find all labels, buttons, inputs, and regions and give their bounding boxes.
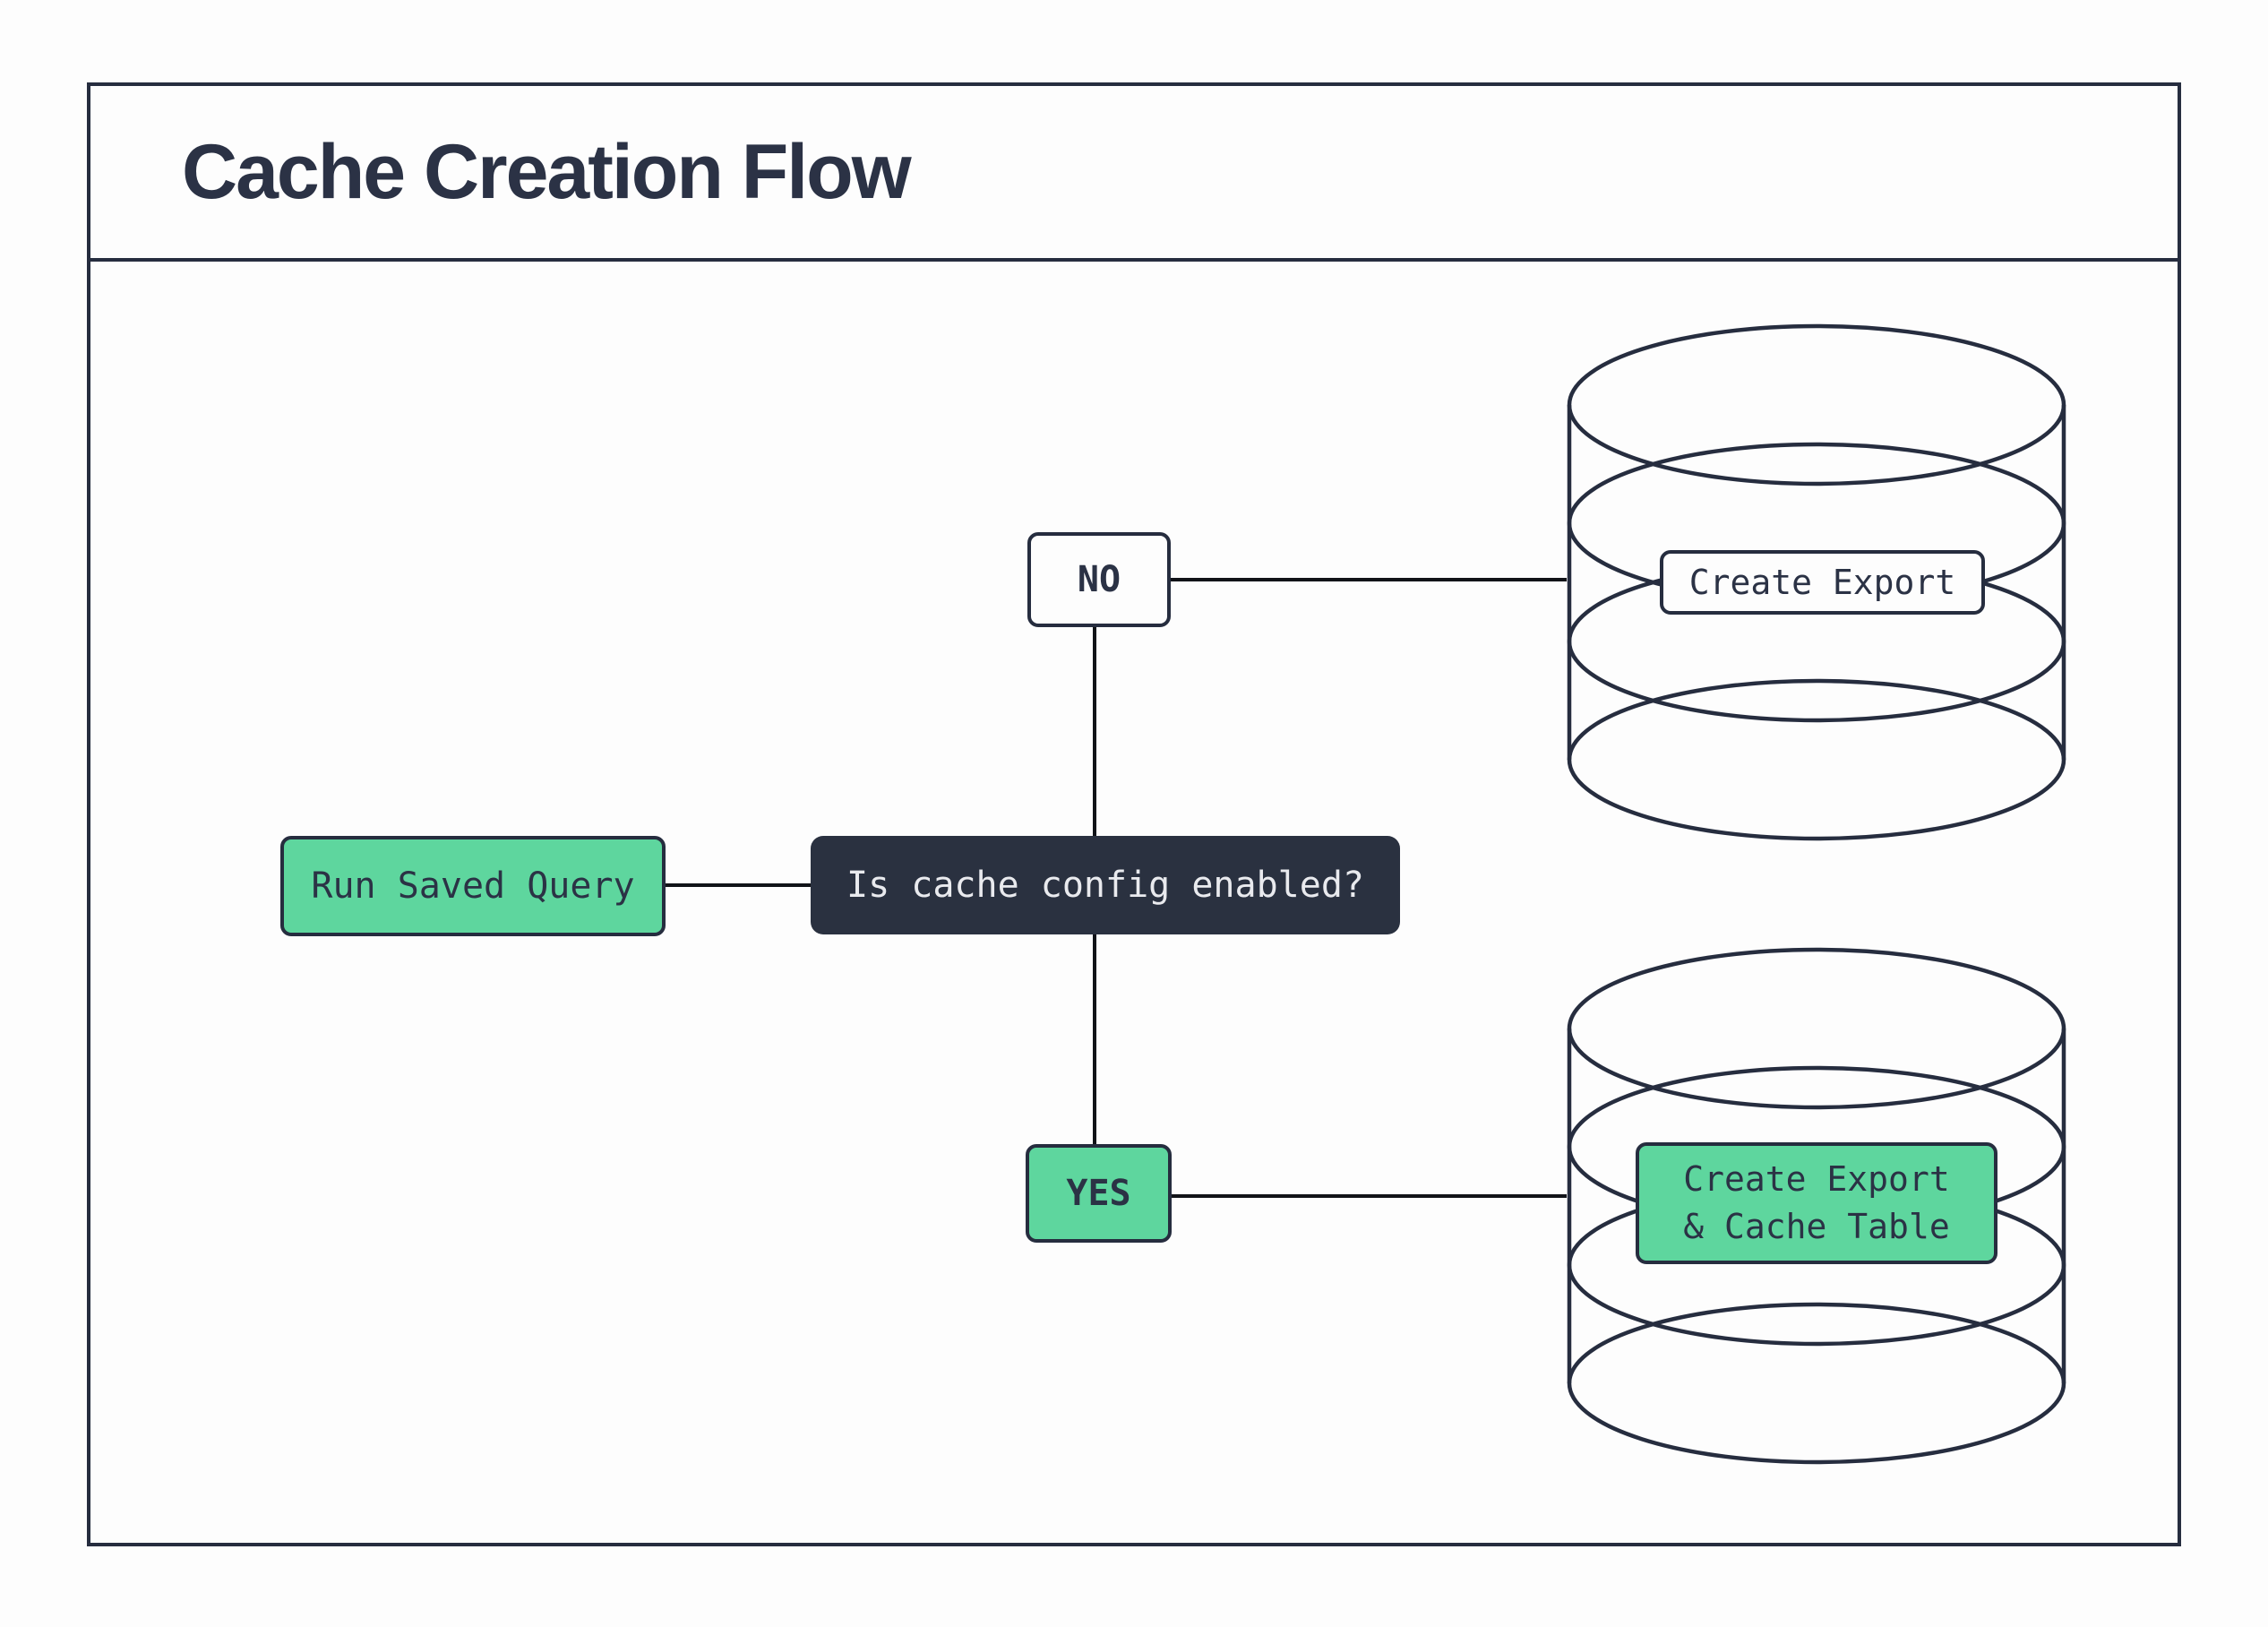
edge-yes-to-cache-database — [1172, 1194, 1567, 1198]
edge-no-to-export-database — [1171, 578, 1567, 581]
edge-decision-to-no — [1093, 627, 1096, 836]
yes-branch-node: YES — [1026, 1144, 1172, 1243]
no-branch-node: NO — [1027, 532, 1171, 627]
edge-decision-to-yes — [1093, 934, 1096, 1144]
create-export-cache-table-label: Create Export & Cache Table — [1636, 1142, 1997, 1264]
diagram-frame: Cache Creation Flow — [87, 82, 2181, 1546]
create-export-label: Create Export — [1660, 550, 1985, 615]
title-band: Cache Creation Flow — [90, 86, 2178, 262]
page-title: Cache Creation Flow — [182, 128, 912, 215]
database-icon — [1567, 947, 2066, 1465]
run-saved-query-node: Run Saved Query — [280, 836, 666, 936]
edge-start-to-decision — [666, 883, 811, 887]
cache-config-decision-node: Is cache config enabled? — [811, 836, 1400, 934]
